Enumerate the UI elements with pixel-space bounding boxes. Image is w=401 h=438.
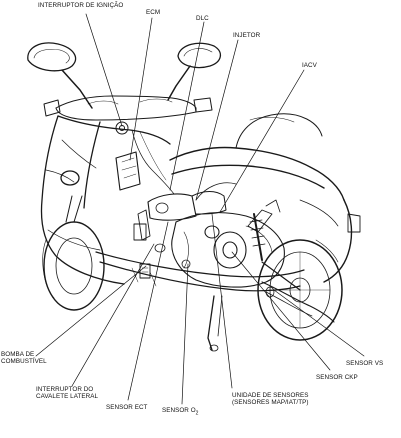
right-mirror [167, 42, 221, 101]
leader-o2-sensor [181, 263, 189, 405]
leader-ecm [129, 17, 153, 161]
label-vs-sensor: SENSOR VS [346, 360, 384, 367]
leader-iacv [219, 69, 305, 213]
label-iacv: IACV [302, 62, 317, 69]
left-mirror [27, 42, 93, 109]
leader-ignition-switch [85, 13, 123, 127]
leader-dlc [169, 21, 205, 191]
handlebar [43, 95, 213, 135]
leader-fuel-pump [35, 265, 147, 357]
floorboard [95, 251, 305, 292]
o2-subscript: 2 [195, 410, 199, 417]
sensor-parts [154, 199, 281, 298]
label-o2-sensor: SENSOR O2 [162, 407, 199, 417]
front-body [40, 115, 171, 285]
leader-injector [195, 39, 239, 201]
label-side-stand-switch: INTERRUPTOR DO CAVALETE LATERAL [36, 386, 99, 401]
leader-vs-sensor [273, 289, 365, 357]
label-ect-sensor: SENSOR ECT [106, 404, 148, 411]
label-ecm: ECM [146, 9, 161, 16]
label-fuel-pump: BOMBA DE COMBUSTÍVEL [1, 351, 47, 366]
rear-shock [249, 213, 266, 261]
leader-sensor-unit [211, 213, 233, 389]
ecm-area [115, 129, 175, 195]
label-ckp-sensor: SENSOR CKP [316, 374, 358, 381]
label-injector: INJETOR [233, 32, 261, 39]
side-stand [207, 295, 223, 352]
front-wheel [42, 195, 105, 311]
leader-ect-sensor [127, 221, 169, 401]
label-ignition-switch: INTERRUPTOR DE IGNIÇÃO [38, 2, 124, 9]
exhaust [261, 281, 335, 323]
label-sensor-unit: UNIDADE DE SENSORES (SENSORES MAP/IAT/TP… [232, 392, 309, 407]
engine-unit [171, 209, 301, 291]
leader-ckp-sensor [231, 251, 331, 371]
label-dlc: DLC [196, 15, 209, 22]
leader-lines [35, 13, 365, 405]
leader-side-stand [71, 243, 155, 387]
